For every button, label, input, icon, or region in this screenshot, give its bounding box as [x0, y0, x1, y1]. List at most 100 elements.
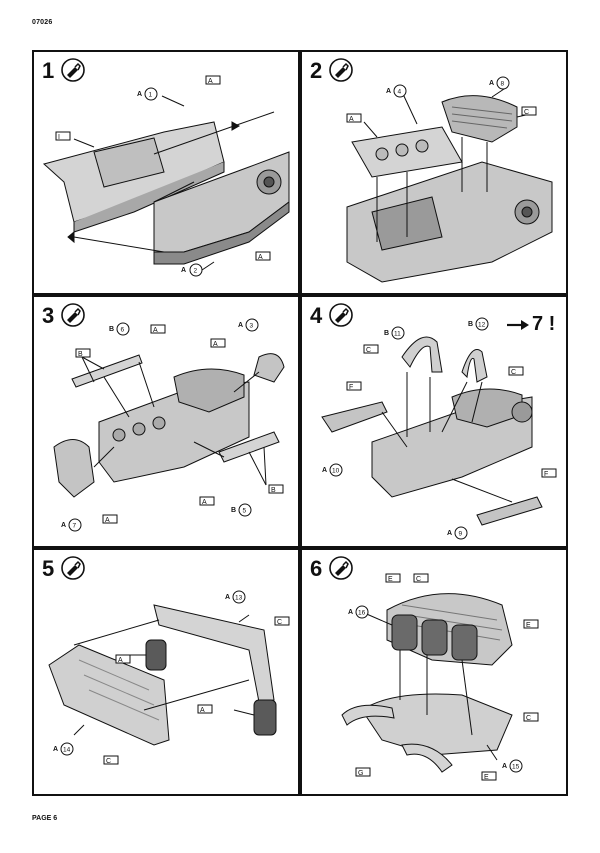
part-callout: B 6	[109, 322, 130, 336]
part-letter: B	[109, 326, 114, 333]
step-4-illustration: B 11 B 12 A 10 A 9 C C F F	[321, 317, 557, 540]
engine-block	[98, 368, 250, 483]
pipe-part-b11	[401, 336, 443, 373]
paint-code: C	[106, 758, 111, 765]
step-number: 5	[42, 556, 55, 581]
paint-code-tag: A	[102, 514, 118, 524]
part-number: 15	[512, 764, 520, 771]
paint-code: A	[200, 707, 205, 714]
glue-tube-icon	[329, 556, 353, 580]
part-callout: B 12	[468, 317, 489, 331]
step-panel-3: 3 B 6 A 3 A 7	[32, 295, 300, 548]
part-number: 14	[63, 747, 71, 754]
part-letter: A	[348, 609, 353, 616]
step-3-illustration: B 6 A 3 A 7 B 5 A B A B A A	[53, 318, 285, 532]
paint-code-tag: C	[413, 573, 429, 583]
part-letter: A	[238, 322, 243, 329]
engine-block	[346, 161, 553, 283]
paint-code-tag: G	[355, 767, 371, 777]
part-callout: A 2	[181, 263, 203, 277]
paint-code: A	[118, 657, 123, 664]
pipe-part-b12	[461, 349, 488, 383]
paint-code-tag: F	[346, 381, 362, 391]
paint-code-tag: C	[523, 712, 539, 722]
bracket-part-a7	[53, 439, 95, 498]
part-callout: A 9	[447, 526, 468, 540]
paint-code: A	[105, 517, 110, 524]
bracket-part-a3	[253, 353, 285, 383]
glue-tube-icon	[329, 303, 353, 327]
part-number: 1	[149, 92, 153, 99]
part-letter: A	[53, 746, 58, 753]
paint-code: A	[202, 499, 207, 506]
step-1-illustration: A 1 A 2 A I A	[42, 75, 290, 277]
paint-code: C	[366, 347, 371, 354]
part-letter: B	[468, 321, 473, 328]
step-number: 6	[310, 556, 323, 581]
page-number: PAGE 6	[32, 815, 58, 822]
bracket-part-a10	[321, 401, 388, 433]
paint-code-tag: A	[115, 654, 131, 664]
part-number: 2	[194, 268, 198, 275]
part-letter: A	[447, 530, 452, 537]
arrow-right-icon	[507, 320, 529, 330]
plenum-part-a15	[361, 693, 513, 756]
paint-code-tag: A	[210, 338, 226, 348]
paint-code-tag: C	[508, 366, 524, 376]
step-panel-1: 1 A 1 A 2	[32, 50, 300, 295]
paint-code-tag: B	[75, 348, 91, 358]
glue-tube-icon	[61, 58, 85, 82]
step-5-illustration: A 13 A 14 C A A C	[48, 590, 290, 765]
part-letter: A	[489, 80, 494, 87]
part-number: 7	[73, 523, 77, 530]
step-panel-4: 4 7 ! B 11 B 12 A 10	[300, 295, 568, 548]
engine-block	[371, 388, 533, 498]
part-number: 12	[478, 322, 486, 329]
part-callout: A 7	[61, 518, 82, 532]
paint-code: C	[277, 619, 282, 626]
part-number: 3	[250, 323, 254, 330]
paint-code-tag: C	[363, 344, 379, 354]
paint-code-tag: C	[103, 755, 119, 765]
paint-code: G	[358, 770, 363, 777]
paint-code: E	[526, 622, 531, 629]
step-6-illustration: A 16 A 15 E C E C G E	[341, 573, 539, 781]
part-number: 8	[501, 81, 505, 88]
part-callout: A 1	[137, 87, 158, 101]
paint-code: A	[153, 327, 158, 334]
paint-code: C	[526, 715, 531, 722]
part-callout: A 14	[53, 742, 74, 756]
paint-code-tag: I	[55, 131, 71, 141]
step-number: 4	[310, 303, 323, 328]
part-number: 13	[235, 595, 243, 602]
paint-code-tag: C	[274, 616, 290, 626]
paint-code-tag: A	[199, 496, 215, 506]
paint-code: C	[511, 369, 516, 376]
paint-code-tag: E	[385, 573, 401, 583]
part-callout: A 13	[225, 590, 246, 604]
part-letter: A	[502, 763, 507, 770]
step-2-illustration: A 4 A 8 A C	[346, 76, 553, 283]
paint-code-tag: A	[255, 251, 271, 261]
paint-code-tag: E	[523, 619, 539, 629]
paint-code-tag: C	[521, 106, 537, 116]
part-letter: A	[61, 522, 66, 529]
paint-code: I	[58, 134, 60, 141]
part-letter: A	[322, 467, 327, 474]
intake-pipe-part-a13	[153, 604, 275, 703]
paint-code: A	[258, 254, 263, 261]
part-letter: A	[137, 91, 142, 98]
paint-code-tag: A	[150, 324, 166, 334]
part-callout: A 10	[322, 463, 343, 477]
part-letter: A	[386, 88, 391, 95]
step-number: 1	[42, 58, 55, 83]
paint-code: C	[416, 576, 421, 583]
hose	[145, 639, 277, 736]
paint-code-tag: E	[481, 771, 497, 781]
step-panel-6: 6 A 16 A	[300, 548, 568, 796]
part-callout: A 16	[348, 605, 369, 619]
part-callout: A 4	[386, 84, 407, 98]
part-callout: A 8	[489, 76, 510, 90]
manifold-part-b6	[71, 354, 143, 388]
paint-code-tag: F	[541, 468, 557, 478]
